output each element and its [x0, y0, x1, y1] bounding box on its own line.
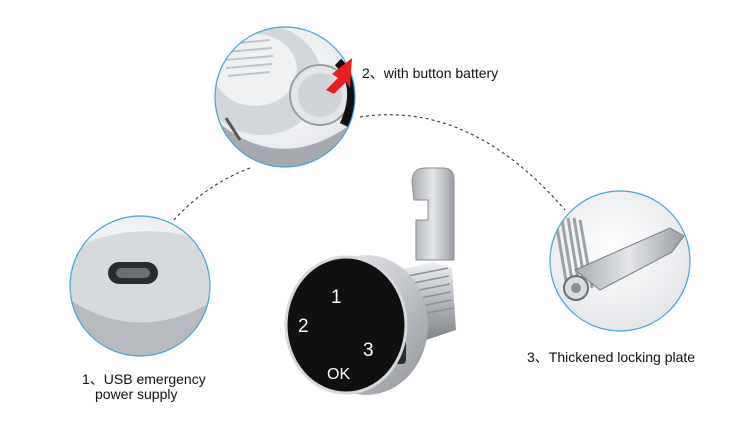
plate-detail-circle	[550, 191, 690, 331]
red-arrow-icon	[326, 58, 352, 94]
connector-battery	[171, 167, 251, 223]
keypad-key-ok[interactable]: OK	[327, 366, 351, 383]
callout-battery-label: 2、with button battery	[362, 65, 499, 81]
callout-usb-line1: 1、USB emergency	[82, 371, 206, 387]
callout-plate-label: 3、Thickened locking plate	[527, 349, 696, 365]
keypad-key-2[interactable]: 2	[298, 316, 309, 337]
battery-circle-border	[214, 26, 356, 168]
lock-product	[284, 167, 456, 395]
callout-usb-line2: power supply	[95, 386, 178, 402]
callout-usb-label: 1、USB emergency power supply	[82, 372, 206, 402]
keypad-face	[284, 255, 408, 395]
usb-circle-border	[69, 215, 211, 357]
connector-plate	[359, 114, 566, 211]
keypad-key-1[interactable]: 1	[331, 287, 342, 308]
usb-detail-circle	[70, 216, 210, 356]
battery-detail-circle	[215, 27, 355, 167]
plate-circle-border	[549, 190, 691, 332]
keypad-key-3[interactable]: 3	[363, 340, 374, 361]
